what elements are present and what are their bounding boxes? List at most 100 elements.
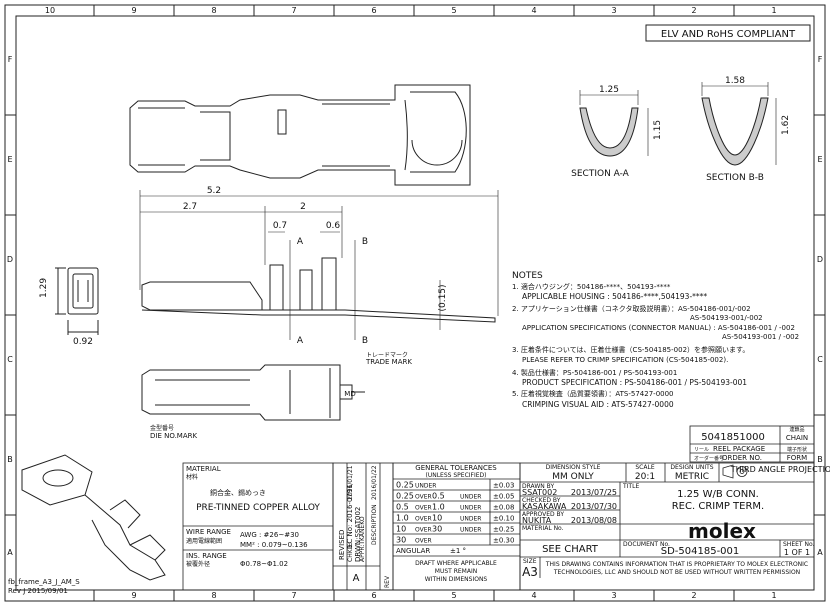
mark-mdo: MD (344, 390, 355, 398)
tolerance-cell-a: 0.5 (396, 503, 409, 512)
scale-label: SCALE (635, 464, 654, 471)
projection-label: THIRD ANGLE PROJECTION (730, 465, 830, 474)
rev-drwn: DRWN:SSAT002 (354, 507, 362, 562)
company-logo: molex (688, 519, 756, 543)
material-no-label: MATERIAL No. (522, 525, 564, 532)
col-label: 9 (131, 6, 136, 15)
rev-chkd: CHKD: (347, 543, 354, 562)
note-2-jp-2: AS-504193-001/-002 (690, 314, 763, 322)
rev-description: DESCRIPTION (371, 504, 378, 545)
trade-mark-jp: トレードマーク (366, 352, 408, 359)
row-label: C (817, 355, 823, 364)
dim-style-value: MM ONLY (552, 472, 594, 482)
checked-by-label: CHECKED BY (522, 497, 561, 504)
tolerance-cell-t: ±0.05 (493, 493, 514, 501)
tolerance-cell-b: OVER (415, 494, 432, 501)
wire-range-label-jp: 適用電線範囲 (186, 537, 222, 545)
tolerance-cell-b: OVER (415, 516, 432, 523)
dim-0-15: (0.15) (438, 284, 448, 311)
tolerance-cell-d: UNDER (460, 505, 481, 512)
col-label: 4 (531, 591, 536, 600)
dim-0-92: 0.92 (73, 337, 93, 347)
section-a-label: SECTION A-A (571, 169, 630, 179)
tolerance-texts: GENERAL TOLERANCES (UNLESS SPECIFIED) (415, 464, 497, 479)
row-label: E (817, 155, 822, 164)
note-2-en: APPLICATION SPECIFICATIONS (CONNECTOR MA… (522, 324, 795, 332)
section-b-shape (701, 97, 769, 166)
note-4-jp: 4. 製品仕様書：PS-504186-001 / PS-504193-001 (512, 368, 677, 377)
col-label: 9 (131, 591, 136, 600)
draft-note-1: DRAFT WHERE APPLICABLE (415, 560, 497, 567)
row-label: D (817, 255, 823, 264)
document-no-label: DOCUMENT No. (623, 541, 670, 548)
package-reel-jp: リール (694, 447, 709, 453)
notes-block: NOTES 1. 適合ハウジング：504186-****、504193-****… (512, 271, 799, 409)
disclaimer-line-2: TECHNOLOGIES, LLC AND SHOULD NOT BE USED… (553, 569, 800, 576)
title-block-grid (519, 462, 815, 591)
draft-note-2: MUST REMAIN (435, 568, 477, 575)
ins-range-label-jp: 被覆外径 (186, 560, 210, 568)
tolerance-cell-t: ±0.25 (493, 526, 514, 534)
col-label: 8 (211, 591, 216, 600)
dimension-lines (139, 190, 499, 340)
material-value: PRE-TINNED COPPER ALLOY (196, 503, 320, 513)
dim-section-a-width: 1.25 (599, 85, 619, 95)
tolerance-cell-a: 10 (396, 525, 406, 534)
package-reel: REEL PACKAGE (713, 445, 765, 453)
col-label: 6 (371, 591, 376, 600)
dim-0-6: 0.6 (326, 221, 341, 231)
tolerance-angular-label: ANGULAR (396, 547, 430, 555)
col-label: 7 (291, 591, 296, 600)
frame-rev: Rev J 2015/09/01 (8, 587, 68, 595)
col-label: 10 (45, 6, 55, 15)
drawing-title-1: 1.25 W/B CONN. (677, 489, 759, 500)
units-label: DESIGN UNITS (670, 464, 713, 471)
note-1-jp: 1. 適合ハウジング：504186-****、504193-**** (512, 282, 671, 291)
tolerance-cell-t: ±0.30 (493, 537, 514, 545)
package-form-jp: 端子形状 (787, 446, 807, 453)
package-type-jp: 連鎖品 (789, 426, 804, 433)
package-order-jp: オーダー番号 (694, 455, 724, 462)
row-label: F (818, 55, 823, 64)
col-label: 3 (611, 591, 616, 600)
row-label: A (817, 548, 823, 557)
row-label: F (8, 55, 13, 64)
rev-rev-label: REV (384, 575, 391, 588)
rev-date-1: 2016/01/21 (347, 465, 354, 500)
col-label: 3 (611, 6, 616, 15)
col-label: 4 (531, 6, 536, 15)
tolerance-cell-b: OVER (415, 505, 432, 512)
dim-2: 2 (300, 202, 306, 212)
title-label: TITLE (622, 483, 639, 490)
approved-by-label: APPROVED BY (522, 511, 564, 518)
dim-section-b-height: 1.62 (781, 115, 791, 135)
notes-title: NOTES (512, 271, 543, 281)
third-angle-icon (722, 464, 748, 479)
col-label: 1 (771, 6, 776, 15)
units-value: METRIC (675, 472, 709, 482)
col-label: 2 (691, 591, 696, 600)
row-label: E (7, 155, 12, 164)
frame-id: fb_frame_A3_J_AM_S (8, 578, 80, 586)
package-texts: 5041851000 連鎖品 CHAIN リール REEL PACKAGE オー… (694, 426, 808, 462)
row-label: A (7, 548, 13, 557)
material-label-jp: 材料 (186, 473, 198, 481)
col-label: 5 (451, 6, 456, 15)
material-block (182, 462, 334, 591)
package-form: FORM (787, 454, 807, 462)
tolerance-subtitle: (UNLESS SPECIFIED) (425, 472, 486, 479)
document-no: SD-504185-001 (661, 546, 740, 557)
ins-range-label: INS. RANGE (186, 552, 227, 560)
tolerance-cell-a: 0.25 (396, 492, 414, 501)
col-label: 6 (371, 6, 376, 15)
note-2-en-2: AS-504193-001 / -002 (722, 333, 799, 341)
wire-range-label: WIRE RANGE (186, 528, 231, 536)
dim-1-29: 1.29 (39, 278, 49, 298)
col-label: 1 (771, 591, 776, 600)
package-table (689, 425, 815, 463)
tolerance-cell-a: 0.25 (396, 481, 414, 490)
title-block-texts: DIMENSION STYLE MM ONLY SCALE 20:1 DESIG… (522, 464, 830, 579)
sheet-no-label: SHEET No. (783, 541, 815, 548)
note-2-jp: 2. アプリケーション仕様書（コネクタ取扱説明書）：AS-504186-001/… (512, 304, 751, 313)
